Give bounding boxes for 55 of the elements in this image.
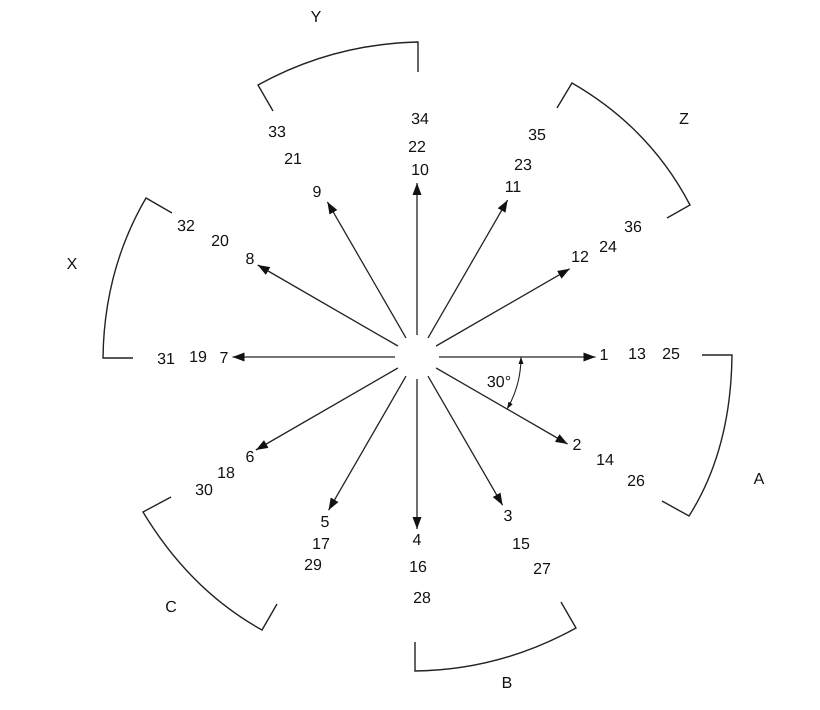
letter-label: Z	[679, 112, 689, 128]
arrow	[412, 379, 422, 529]
number-label: 25	[662, 347, 680, 363]
number-label: 22	[408, 140, 426, 156]
number-label: 13	[628, 347, 646, 363]
number-label: 35	[528, 128, 546, 144]
number-label: 24	[599, 240, 617, 256]
number-label: 8	[246, 252, 254, 268]
arrow	[412, 183, 422, 335]
number-label: 11	[504, 180, 522, 196]
arrow	[257, 264, 398, 347]
arrow	[439, 352, 596, 362]
letter-label: B	[502, 676, 512, 692]
number-label: 3	[504, 509, 512, 525]
arrow	[427, 376, 504, 506]
number-label: 19	[189, 350, 207, 366]
number-label: 15	[512, 537, 530, 553]
number-label: 16	[409, 560, 427, 576]
number-label: 2	[572, 438, 582, 454]
number-label: 23	[514, 158, 532, 174]
number-label: 17	[312, 537, 330, 553]
number-label: 27	[533, 562, 551, 578]
number-label: 21	[284, 152, 302, 168]
letter-label: C	[165, 600, 177, 616]
number-label: 18	[217, 466, 235, 482]
number-label: 36	[624, 220, 642, 236]
number-label: 28	[413, 591, 431, 607]
number-label: 6	[246, 450, 254, 466]
arrow	[256, 367, 398, 451]
arrow	[232, 352, 395, 362]
number-label: 31	[157, 352, 175, 368]
arrow	[427, 200, 508, 338]
number-label: 32	[177, 219, 195, 235]
angle-label: 30°	[486, 375, 512, 391]
letter-label: X	[66, 257, 78, 273]
letter-label: Y	[310, 10, 322, 26]
number-label: 33	[268, 125, 286, 141]
arrow	[328, 376, 407, 511]
arrow	[436, 367, 568, 445]
number-label: 1	[600, 348, 608, 364]
letter-label: A	[754, 472, 764, 488]
number-label: 7	[220, 351, 228, 367]
number-label: 5	[320, 515, 330, 531]
arrow	[436, 268, 570, 347]
number-label: 34	[411, 112, 429, 128]
number-label: 20	[211, 234, 229, 250]
number-label: 29	[304, 558, 322, 574]
number-label: 26	[627, 474, 645, 490]
arrow	[326, 202, 407, 338]
number-label: 10	[411, 163, 429, 179]
number-label: 14	[596, 453, 614, 469]
number-label: 12	[571, 250, 589, 266]
number-label: 4	[412, 533, 422, 549]
number-label: 9	[312, 185, 322, 201]
number-label: 30	[195, 483, 213, 499]
